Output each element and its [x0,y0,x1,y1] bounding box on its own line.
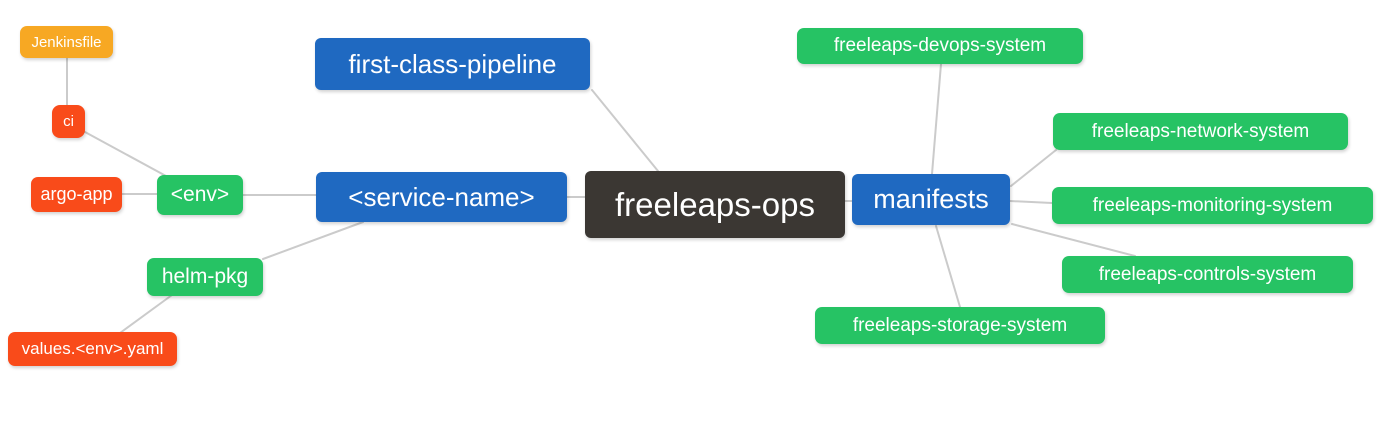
edge-manifests-controls [1011,223,1136,257]
node-jenkinsfile[interactable]: Jenkinsfile [20,26,113,58]
node-freeleaps-storage-system[interactable]: freeleaps-storage-system [815,307,1105,344]
node-first-class-pipeline[interactable]: first-class-pipeline [315,38,590,90]
edge-ops-first-class-pipeline [591,89,659,172]
edge-env-ci [84,131,167,177]
edge-manifests-devops [931,63,942,175]
edge-manifests-storage [935,225,961,308]
node-values-env-yaml[interactable]: values.<env>.yaml [8,332,177,366]
node-freeleaps-ops-root[interactable]: freeleaps-ops [585,171,845,238]
node-env[interactable]: <env> [157,175,243,215]
node-argo-app[interactable]: argo-app [31,177,122,212]
node-service-name[interactable]: <service-name> [316,172,567,222]
node-helm-pkg[interactable]: helm-pkg [147,258,263,296]
node-ci[interactable]: ci [52,105,85,138]
node-freeleaps-network-system[interactable]: freeleaps-network-system [1053,113,1348,150]
node-freeleaps-controls-system[interactable]: freeleaps-controls-system [1062,256,1353,293]
edge-service-name-helm-pkg [262,221,364,260]
edge-helm-pkg-values [119,294,173,334]
node-freeleaps-monitoring-system[interactable]: freeleaps-monitoring-system [1052,187,1373,224]
node-freeleaps-devops-system[interactable]: freeleaps-devops-system [797,28,1083,64]
node-manifests[interactable]: manifests [852,174,1010,225]
edge-manifests-monitoring [1009,200,1053,204]
edge-manifests-network [1010,149,1057,187]
